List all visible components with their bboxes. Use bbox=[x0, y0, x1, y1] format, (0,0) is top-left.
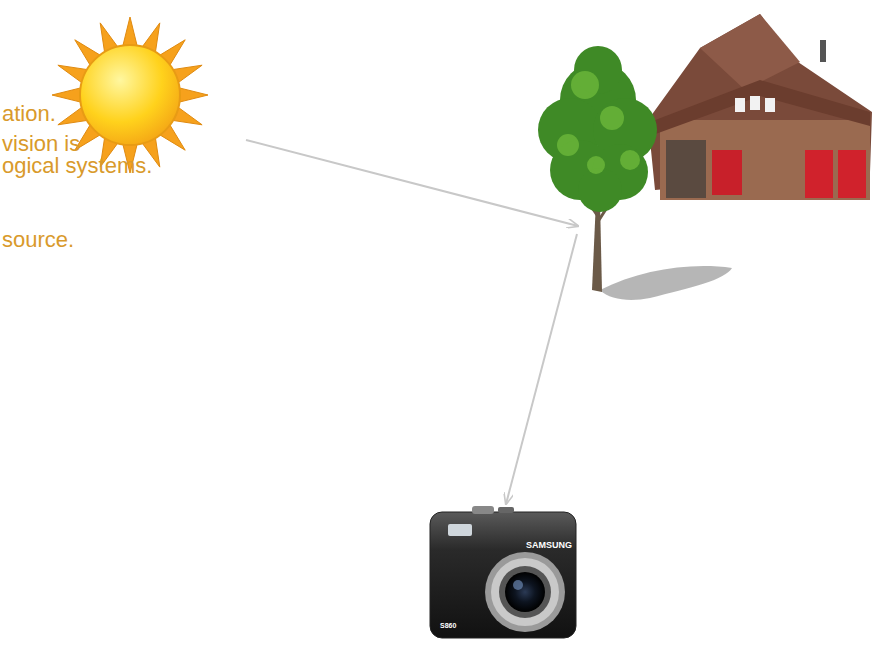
light-ray-arrow bbox=[246, 140, 578, 226]
camera-picture bbox=[430, 506, 576, 638]
tree-picture bbox=[538, 46, 657, 292]
caption-fragment: source. bbox=[2, 227, 74, 252]
tree-shadow bbox=[600, 266, 732, 300]
caption-fragment: vision is bbox=[2, 131, 80, 156]
camera-model: S860 bbox=[440, 622, 456, 630]
reflected-ray-arrow bbox=[506, 234, 577, 504]
house-picture bbox=[648, 14, 872, 200]
caption-fragment: ation. bbox=[2, 101, 56, 126]
camera-brand: SAMSUNG bbox=[526, 540, 572, 550]
caption-fragment: ogical systems. bbox=[2, 153, 152, 178]
